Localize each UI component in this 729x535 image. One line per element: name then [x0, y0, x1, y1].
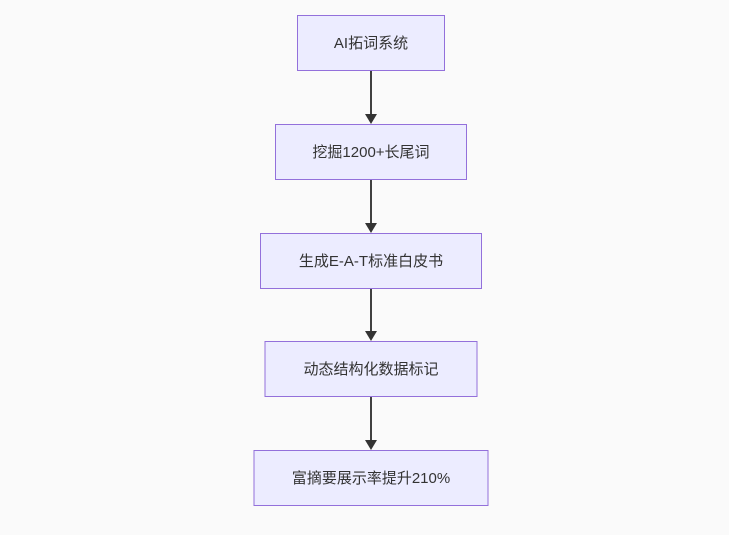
- flow-node-rich-snippet-result: 富摘要展示率提升210%: [253, 450, 489, 506]
- arrow-shaft: [370, 71, 372, 114]
- flow-node-longtail-mining: 挖掘1200+长尾词: [275, 124, 467, 180]
- flow-arrow-connector: [365, 180, 377, 233]
- flow-node-label: AI拓词系统: [333, 34, 409, 52]
- flow-arrow-connector: [365, 71, 377, 124]
- flow-node-structured-data: 动态结构化数据标记: [264, 341, 478, 397]
- flow-node-label: 生成E-A-T标准白皮书: [298, 252, 444, 270]
- arrow-shaft: [370, 180, 372, 223]
- arrowhead-down-icon: [365, 331, 377, 341]
- flow-arrow-connector: [365, 289, 377, 341]
- arrow-shaft: [370, 289, 372, 331]
- flow-node-label: 挖掘1200+长尾词: [312, 143, 430, 161]
- arrowhead-down-icon: [365, 223, 377, 233]
- arrow-shaft: [370, 397, 372, 440]
- flow-node-ai-expansion: AI拓词系统: [297, 15, 445, 71]
- flow-node-label: 动态结构化数据标记: [303, 360, 439, 378]
- flow-node-label: 富摘要展示率提升210%: [291, 469, 451, 487]
- arrowhead-down-icon: [365, 114, 377, 124]
- flow-node-eat-whitepaper: 生成E-A-T标准白皮书: [260, 233, 482, 289]
- arrowhead-down-icon: [365, 440, 377, 450]
- flow-arrow-connector: [365, 397, 377, 450]
